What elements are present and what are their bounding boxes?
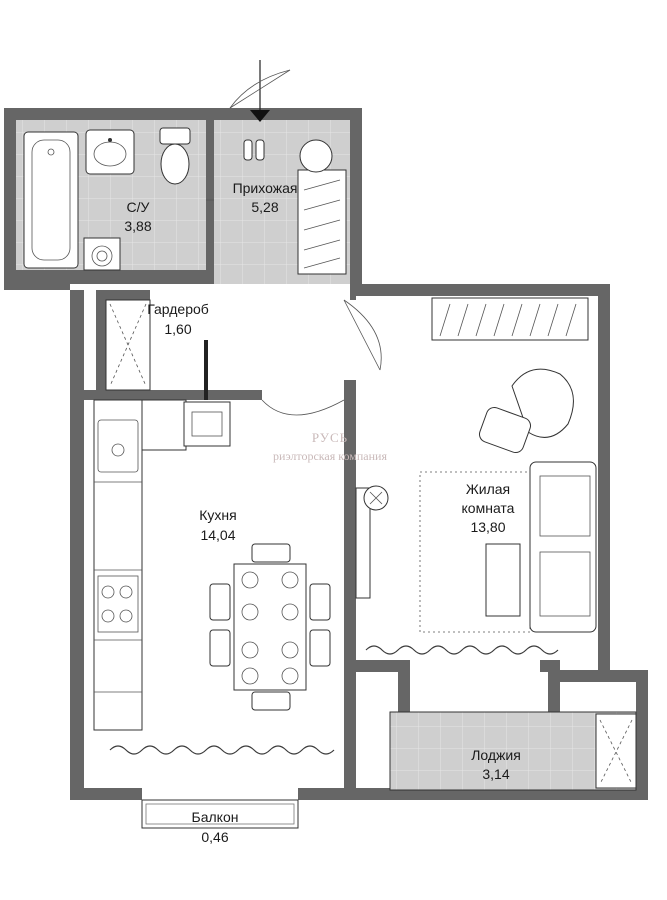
stove-icon xyxy=(97,575,139,633)
room-label-loggia: Лоджия xyxy=(471,747,521,763)
door-swings xyxy=(206,199,382,416)
coffee-table-icon xyxy=(485,543,521,617)
living-wardrobe xyxy=(431,297,589,341)
plant-icon xyxy=(363,485,389,511)
tv-stand xyxy=(355,487,371,599)
wardrobe-shelf xyxy=(109,303,147,387)
toilet-icon xyxy=(159,127,191,185)
room-area-living: 13,80 xyxy=(470,519,505,535)
hall-pouf-icon xyxy=(299,139,333,173)
room-area-wardrobe: 1,60 xyxy=(164,321,191,337)
living-curtain xyxy=(365,645,559,655)
room-area-bathroom: 3,88 xyxy=(124,218,151,234)
washing-machine-icon xyxy=(83,237,121,271)
wardrobe-floor xyxy=(105,299,151,391)
room-label-living: Жилая xyxy=(466,481,510,497)
hall-wardrobe xyxy=(297,169,347,275)
sofa-icon xyxy=(529,461,597,633)
loggia-floor xyxy=(389,711,637,791)
room-label-kitchen: Кухня xyxy=(199,507,236,523)
kitchen-counter xyxy=(93,399,187,731)
kitchen-curtain xyxy=(109,745,335,755)
oven-icon xyxy=(183,401,231,447)
bathtub-icon xyxy=(23,131,79,269)
room-area-balcony: 0,46 xyxy=(201,829,228,845)
dining-table-icon xyxy=(209,543,331,711)
room-area-kitchen: 14,04 xyxy=(200,527,235,543)
watermark-title: РУСЬ xyxy=(312,430,348,445)
room-label-wardrobe: Гардероб xyxy=(147,301,209,317)
kitchen-sink-icon xyxy=(97,419,139,473)
room-area-loggia: 3,14 xyxy=(482,766,509,782)
room-label-bathroom: С/У xyxy=(127,199,150,215)
entrance-arrow-icon xyxy=(229,60,291,122)
watermark-subtitle: риэлторская компания xyxy=(273,449,387,463)
shoes-icon xyxy=(243,139,265,161)
balcony xyxy=(141,799,299,829)
room-label-balcony: Балкон xyxy=(192,809,239,825)
armchair-icon xyxy=(478,368,574,454)
sink-icon xyxy=(85,129,135,175)
room-label-living-line2: комната xyxy=(462,500,515,516)
loggia-cabinet xyxy=(595,713,637,789)
room-area-hall: 5,28 xyxy=(251,199,278,215)
room-label-hall: Прихожая xyxy=(233,180,298,196)
